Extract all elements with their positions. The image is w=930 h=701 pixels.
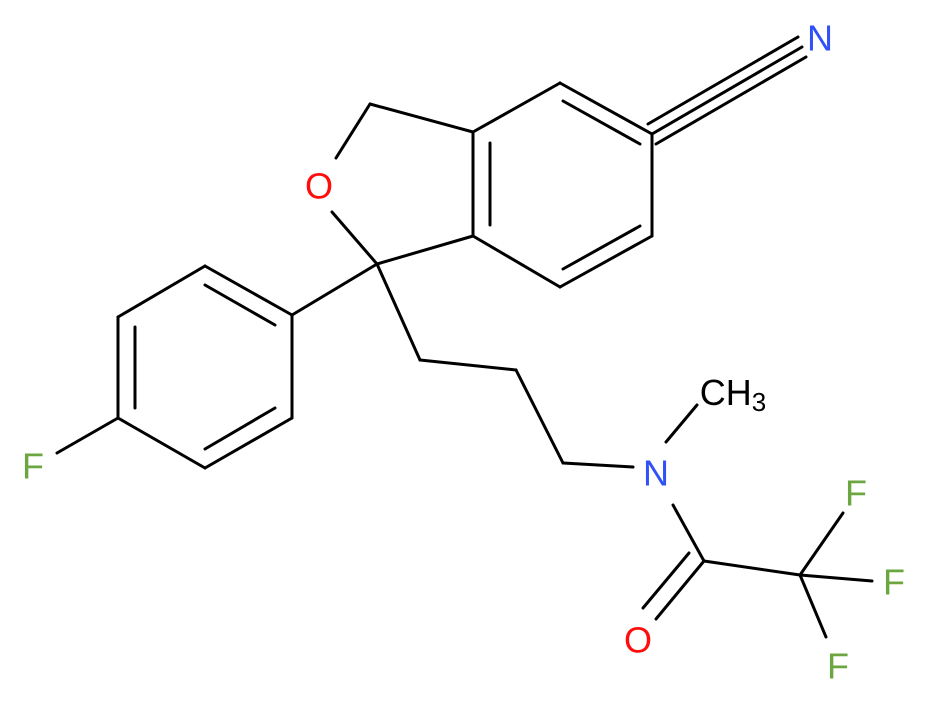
- bond-ar-1: [203, 264, 294, 317]
- bond-ar-4: [116, 416, 207, 470]
- bond-triple-c: [654, 55, 808, 146]
- bond-n-ch3: [664, 403, 699, 444]
- bonds: [55, 35, 874, 639]
- trifluoro-fluorine-3-label: F: [827, 646, 849, 687]
- bond-ar-5: [203, 416, 294, 470]
- bond-chain-1: [375, 262, 422, 362]
- bond-chain-3: [514, 368, 565, 465]
- trifluoro-fluorine-1-label: F: [845, 473, 867, 514]
- bond-o-cq: [330, 210, 379, 266]
- ring-oxygen-label: O: [305, 166, 333, 207]
- bond-co-a: [654, 559, 706, 621]
- bond-ar-1-inner: [203, 283, 277, 327]
- bond-cf3-f1: [798, 511, 845, 577]
- methyl-label: CH3: [700, 372, 766, 418]
- nitrile-nitrogen-label: N: [807, 18, 833, 59]
- bond-triple-b: [646, 35, 800, 126]
- bond-c-cf3: [702, 559, 802, 577]
- bond-n-co: [671, 503, 706, 563]
- bond-ar-2: [116, 264, 207, 319]
- bond-chain-2: [418, 358, 518, 372]
- bond-ring-1-inner: [561, 99, 642, 146]
- bond-ar-5-inner: [203, 406, 277, 451]
- bond-triple-a: [650, 45, 804, 136]
- bond-ch2-o: [334, 102, 372, 160]
- bond-cf3-f3: [798, 573, 828, 639]
- bond-co-b: [641, 551, 691, 610]
- bond-ring-2: [471, 81, 562, 134]
- carbonyl-oxygen-label: O: [624, 620, 652, 661]
- bond-chain-4: [561, 461, 635, 469]
- atom-labels: N O F CH3 N O F F F: [22, 18, 905, 687]
- trifluoro-fluorine-2-label: F: [883, 562, 905, 603]
- bond-ring-4: [471, 234, 562, 289]
- aryl-fluorine-label: F: [22, 446, 44, 487]
- methyl-label-subscript: 3: [752, 387, 766, 417]
- bond-ring-5: [558, 234, 654, 289]
- bond-cq-c: [375, 234, 475, 266]
- methyl-label-main: CH: [700, 372, 752, 413]
- bond-cq-aryl: [290, 262, 379, 317]
- bond-ring-1: [558, 81, 654, 136]
- bond-ring-5-inner: [561, 224, 642, 271]
- bond-cf3-f2: [798, 573, 874, 583]
- bond-ch2-c: [368, 102, 475, 134]
- bond-ar-f: [55, 416, 120, 455]
- amide-nitrogen-label: N: [643, 453, 669, 494]
